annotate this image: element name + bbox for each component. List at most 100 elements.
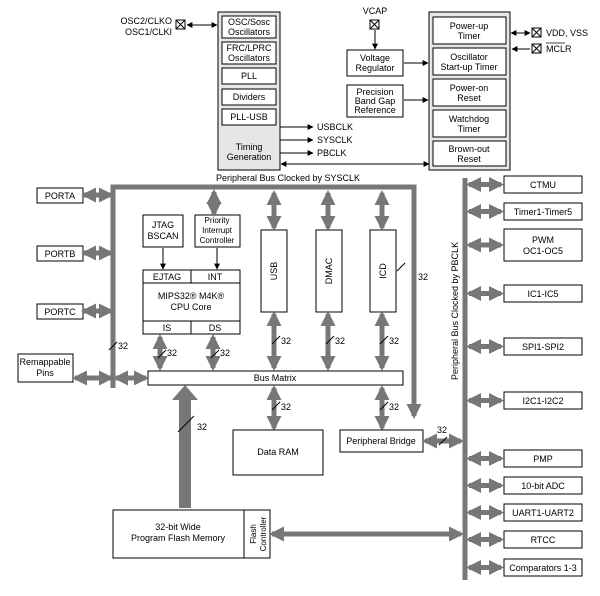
svg-text:PORTC: PORTC (44, 307, 76, 317)
svg-text:Oscillators: Oscillators (228, 27, 271, 37)
is-label: IS (163, 323, 172, 333)
cpu-core-name: MIPS32® M4K® (158, 291, 225, 301)
voltage-regulator-block: Voltage Regulator (346, 49, 404, 77)
peripheral-block: RTCC (466, 530, 583, 549)
svg-text:Reset: Reset (457, 93, 481, 103)
svg-text:Brown-out: Brown-out (448, 144, 490, 154)
svg-text:Remappable: Remappable (19, 357, 70, 367)
ds-label: DS (209, 323, 222, 333)
svg-text:32: 32 (437, 425, 447, 435)
svg-text:Bus Matrix: Bus Matrix (254, 373, 297, 383)
port-c-block: PORTC (36, 303, 114, 320)
svg-text:Oscillator: Oscillator (450, 52, 488, 62)
flash-section: 32 32-bit Wide Program Flash Memory Flas… (112, 385, 464, 559)
cpu-core-block: EJTAG INT MIPS32® M4K® CPU Core IS DS (142, 269, 241, 335)
dividers-block: Dividers (221, 88, 277, 106)
svg-text:FRC/LPRC: FRC/LPRC (226, 43, 272, 53)
svg-text:Oscillators: Oscillators (228, 53, 271, 63)
mclr-label: MCLR (546, 44, 572, 54)
sysclk-label: SYSCLK (317, 135, 353, 145)
clock-section: OSC2/CLKO OSC1/CLKI OSC/Sosc Oscillators… (120, 11, 430, 171)
svg-text:Reference: Reference (354, 105, 396, 115)
svg-text:Dividers: Dividers (233, 92, 266, 102)
ports: PORTA PORTB PORTC Remappable Pins (17, 187, 114, 386)
pbclk-label: PBCLK (317, 148, 347, 158)
svg-text:Watchdog: Watchdog (449, 114, 489, 124)
bus-width-slash (396, 262, 406, 272)
data-ram-block: 32 Data RAM (232, 385, 324, 476)
brown-out-reset-block: Brown-out Reset (432, 140, 507, 167)
mclr-pin-icon (531, 43, 542, 54)
system-bus: Peripheral Bus Clocked by SYSCLK 32 32 (108, 173, 428, 419)
peripheral-label: PWM (532, 235, 554, 245)
svg-text:Controller: Controller (200, 236, 235, 245)
int-label: INT (208, 272, 223, 282)
peripheral-label: I2C1-I2C2 (522, 396, 563, 406)
svg-text:Regulator: Regulator (355, 63, 394, 73)
svg-text:Power-on: Power-on (450, 83, 489, 93)
osc-sosc-block: OSC/Sosc Oscillators (221, 15, 277, 39)
peripheral-bridge-block: 32 Peripheral Bridge 32 (339, 385, 464, 453)
svg-text:Pins: Pins (36, 368, 54, 378)
svg-text:PLL-USB: PLL-USB (230, 112, 268, 122)
pbclk-bus-label: Peripheral Bus Clocked by PBCLK (450, 242, 460, 380)
bus-width-label: 32 (418, 272, 428, 282)
svg-text:DMAC: DMAC (324, 257, 334, 284)
frc-lprc-block: FRC/LPRC Oscillators (221, 41, 277, 65)
peripheral-block: Comparators 1-3 (466, 558, 583, 577)
power-section: VCAP Voltage Regulator Precision Band Ga… (346, 6, 588, 171)
vdd-pin-icon (531, 27, 542, 38)
svg-text:32: 32 (220, 348, 230, 358)
svg-text:32: 32 (167, 348, 177, 358)
peripheral-block: 10-bit ADC (466, 476, 583, 495)
peripheral-label: SPI1-SPI2 (522, 342, 564, 352)
svg-text:Timer: Timer (458, 124, 481, 134)
peripheral-block: IC1-IC5 (466, 284, 583, 303)
svg-text:Peripheral Bridge: Peripheral Bridge (346, 436, 416, 446)
peripheral-list: CTMU Timer1-Timer5PWMOC1-OC5IC1-IC5SPI1-S… (466, 175, 583, 577)
sysclk-bus-label: Peripheral Bus Clocked by SYSCLK (216, 173, 360, 183)
svg-text:PORTA: PORTA (45, 191, 75, 201)
svg-text:Priority: Priority (205, 216, 230, 225)
peripheral-label: RTCC (531, 535, 556, 545)
timing-generation-label: Timing (236, 142, 263, 152)
peripheral-label: 10-bit ADC (521, 481, 565, 491)
peripheral-block: Timer1-Timer5 (466, 202, 583, 221)
power-on-reset-block: Power-on Reset (432, 78, 507, 107)
svg-text:Reset: Reset (457, 154, 481, 164)
svg-text:BSCAN: BSCAN (147, 231, 178, 241)
peripheral-block: I2C1-I2C2 (466, 391, 583, 410)
svg-text:32: 32 (281, 336, 291, 346)
svg-text:Interrupt: Interrupt (202, 226, 233, 235)
svg-text:Flash: Flash (249, 524, 258, 544)
watchdog-timer-block: Watchdog Timer (432, 109, 507, 138)
powerup-timer-block: Power-up Timer (432, 16, 507, 45)
dmac-block: DMAC 32 (315, 190, 345, 371)
pll-usb-block: PLL-USB (221, 108, 277, 126)
vcap-pin-label: VCAP (363, 6, 388, 16)
svg-text:Program Flash Memory: Program Flash Memory (131, 533, 226, 543)
svg-text:Voltage: Voltage (360, 53, 390, 63)
jtag-bscan-block: JTAG BSCAN (142, 214, 184, 248)
peripheral-block: CTMU (466, 175, 583, 194)
svg-text:32: 32 (389, 336, 399, 346)
peripheral-label: IC1-IC5 (527, 289, 558, 299)
vdd-vss-label: VDD, VSS (546, 28, 588, 38)
peripheral-label: UART1-UART2 (512, 508, 574, 518)
usb-block: USB 32 (260, 190, 291, 371)
remappable-pins-block: Remappable Pins (17, 353, 114, 386)
cpu-core-subtitle: CPU Core (170, 302, 211, 312)
svg-text:32: 32 (197, 422, 207, 432)
port-b-block: PORTB (36, 245, 114, 262)
pll-block: PLL (221, 67, 277, 85)
svg-text:USB: USB (269, 262, 279, 281)
svg-text:Timer: Timer (458, 31, 481, 41)
bus-matrix: Bus Matrix (113, 370, 404, 386)
svg-text:Band Gap: Band Gap (355, 96, 396, 106)
peripheral-block: PMP (466, 449, 583, 468)
peripheral-bus: Peripheral Bus Clocked by PBCLK CTMU Time… (450, 175, 583, 580)
svg-text:ICD: ICD (378, 263, 388, 279)
svg-text:32: 32 (118, 341, 128, 351)
